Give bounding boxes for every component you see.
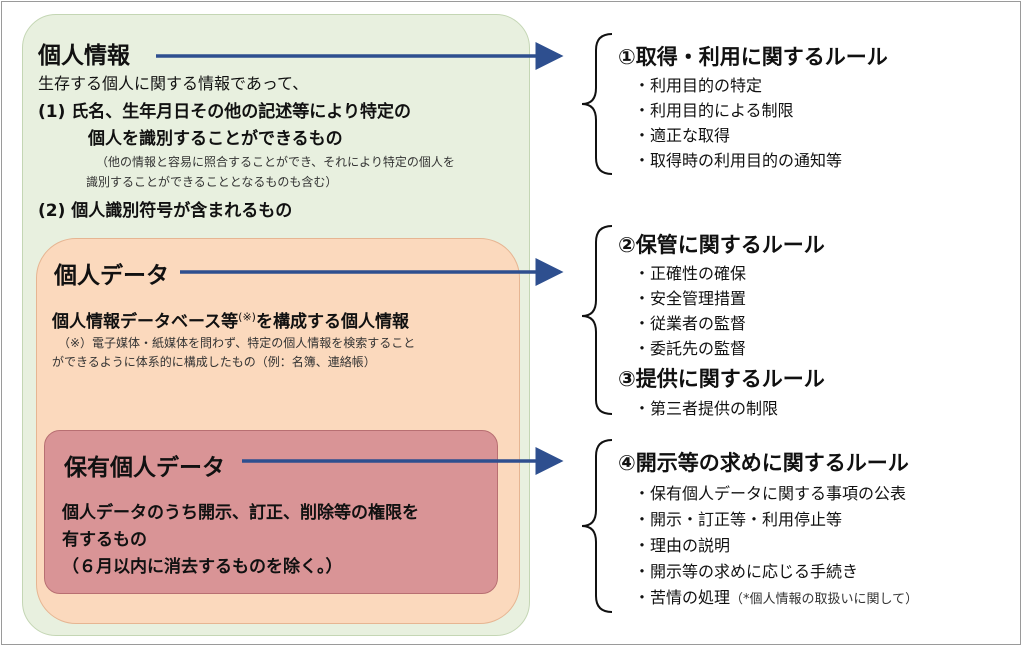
- rule-storage-title: ②保管に関するルール: [618, 233, 825, 257]
- brace-rule-1: [581, 33, 613, 175]
- brace-rule-2-3: [581, 225, 613, 415]
- rule-disclosure-item: ・開示・訂正等・利用停止等: [634, 510, 843, 529]
- rule-disclosure-item: ・理由の説明: [634, 536, 731, 555]
- rule-acquisition-item: ・利用目的による制限: [634, 101, 794, 120]
- personal-data-note-line2: ができるように体系的に構成したもの（例：名簿、連絡帳）: [52, 355, 376, 369]
- rule-acquisition-title: ①取得・利用に関するルール: [618, 45, 888, 69]
- rule-storage-item: ・従業者の監督: [634, 314, 747, 333]
- rule-disclosure-item: ・開示等の求めに応じる手続き: [634, 562, 859, 581]
- personal-data-note-line1: （※）電子媒体・紙媒体を問わず、特定の個人情報を検索すること: [58, 336, 416, 350]
- rule-disclosure-last-item: ・苦情の処理（*個人情報の取扱いに関して）: [634, 584, 918, 608]
- personal-info-item2: (2) 個人識別符号が含まれるもの: [38, 201, 293, 221]
- rule-storage-item: ・安全管理措置: [634, 289, 747, 308]
- personal-info-item1-note-line1: （他の情報と容易に照合することができ、それにより特定の個人を: [96, 155, 455, 169]
- personal-info-title: 個人情報: [38, 43, 130, 69]
- retained-data-line3: （６月以内に消去するものを除く。）: [62, 557, 343, 577]
- rule-acquisition-item: ・適正な取得: [634, 126, 731, 145]
- rule-provision-item: ・第三者提供の制限: [634, 399, 779, 418]
- personal-info-item1-line1: (1) 氏名、生年月日その他の記述等により特定の: [38, 102, 411, 122]
- personal-data-desc-main: 個人情報データベース等: [52, 312, 239, 332]
- personal-data-title: 個人データ: [54, 263, 169, 289]
- rule-storage-item: ・正確性の確保: [634, 264, 747, 283]
- retained-data-line1: 個人データのうち開示、訂正、削除等の権限を: [62, 503, 419, 523]
- personal-data-desc-mark: (※): [238, 310, 256, 324]
- rule-acquisition-item: ・利用目的の特定: [634, 76, 763, 95]
- retained-data-title: 保有個人データ: [64, 455, 225, 481]
- retained-personal-data-box: [44, 430, 498, 594]
- rule-storage-item: ・委託先の監督: [634, 339, 747, 358]
- personal-info-item1-line2: 個人を識別することができるもの: [88, 129, 343, 149]
- rule-disclosure-item: ・保有個人データに関する事項の公表: [634, 484, 907, 503]
- personal-data-desc: 個人情報データベース等(※)を構成する個人情報: [52, 307, 409, 332]
- personal-data-desc-tail: を構成する個人情報: [255, 312, 409, 332]
- retained-data-line2: 有するもの: [62, 530, 147, 550]
- rule-disclosure-title: ④開示等の求めに関するルール: [618, 451, 909, 475]
- rule-provision-title: ③提供に関するルール: [618, 367, 825, 391]
- personal-info-desc: 生存する個人に関する情報であって、: [38, 74, 309, 93]
- rule-acquisition-item: ・取得時の利用目的の通知等: [634, 151, 843, 170]
- rule-disclosure-note: （*個人情報の取扱いに関して）: [730, 592, 919, 607]
- rule-disclosure-item: ・苦情の処理: [634, 588, 731, 607]
- personal-info-item1-note-line2: 識別することができることとなるものも含む）: [86, 175, 338, 189]
- brace-rule-4: [581, 439, 613, 613]
